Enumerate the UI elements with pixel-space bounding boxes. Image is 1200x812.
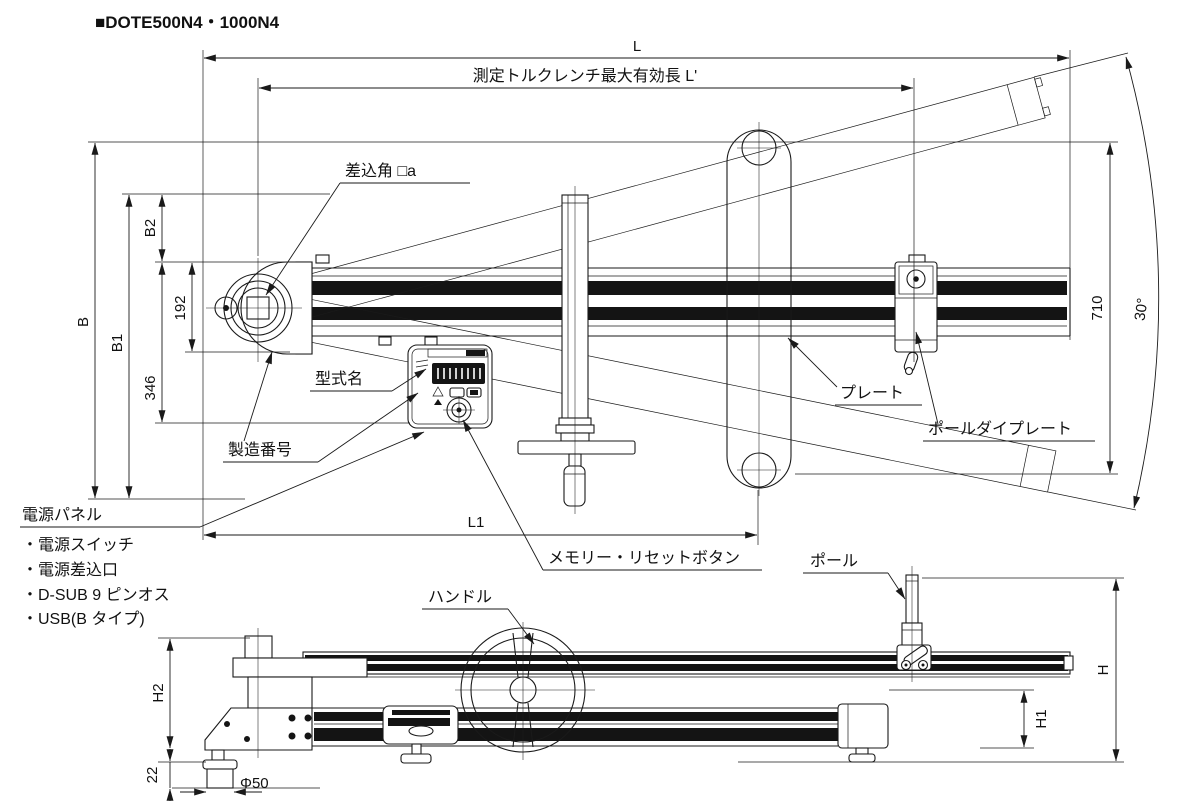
label-drive-angle: 差込角 □a [345,162,416,180]
warning-triangle-icon [432,386,444,397]
handwheel [455,622,595,760]
display-unit-side [382,705,459,764]
label-serial-no: 製造番号 [228,441,292,459]
power-panel-item: ・USB(B タイプ) [22,610,145,628]
dim-22: 22 [144,767,161,784]
dim-H: H [1095,665,1112,676]
clamp-screw-plan [517,186,636,514]
side-labels: ハンドル ポール [422,552,906,645]
label-pole: ポール [810,552,858,570]
label-plate: プレート [840,384,904,402]
label-handle: ハンドル [428,589,492,606]
left-foot [172,749,320,789]
plan-rail-beam [297,254,1071,346]
power-panel-note: 電源パネル ・電源スイッチ ・電源差込口 ・D-SUB 9 ピンオス ・USB(… [20,431,425,628]
dim-L-effective: 測定トルクレンチ最大有効長 L' [473,67,697,85]
plan-dimensions: L 測定トルクレンチ最大有効長 L' B B1 B2 346 [75,38,1118,545]
dim-B1: B1 [109,334,126,352]
dim-B: B [75,317,92,327]
power-panel-item: ・電源差込口 [22,561,118,579]
measuring-head [206,258,313,362]
dim-phi50: Φ50 [240,775,269,792]
plate-plan [726,122,792,496]
side-plate-bar [302,651,1074,678]
dim-H1: H1 [1033,709,1050,728]
dim-L1: L1 [468,514,485,531]
dim-710: 710 [1089,295,1106,320]
drawing-title: ■DOTE500N4・1000N4 [95,13,280,32]
swing-arc: 30° [1033,52,1160,511]
angle-30-dim: 30° [1132,297,1152,322]
dim-346: 346 [142,375,159,400]
lcd-screen [432,363,485,384]
dim-B2: B2 [142,219,159,237]
power-panel-item: ・電源スイッチ [22,536,134,554]
side-head-assembly [172,628,368,789]
display-foot [411,743,422,755]
side-view: H2 22 Φ50 H H1 ハンドル ポ [144,552,1124,801]
label-pole-die-plate: ポールダイプレート [928,420,1072,438]
dim-L: L [633,38,641,55]
right-end-block [837,703,889,763]
label-memory-reset: メモリー・リセットボタン [548,549,740,567]
memory-button [449,387,465,398]
side-dimensions: H2 22 Φ50 H H1 [144,577,1124,801]
handwheel-rim-plan [517,440,636,455]
plan-labels: 差込角 □a 型式名 製造番号 プレート ポールダイプレート メモリー・リセット… [223,162,1095,571]
display-unit-plan [407,344,493,429]
label-model-name: 型式名 [315,370,363,388]
power-panel-title: 電源パネル [22,506,102,524]
dim-192: 192 [172,295,189,320]
dim-H2: H2 [150,683,167,702]
grip-plan [563,465,586,507]
pole-die-plate-clamp [894,254,938,376]
head-wedge-bracket [204,707,313,751]
power-panel-item: ・D-SUB 9 ピンオス [22,587,170,604]
pole-side [896,566,932,682]
plan-view: 30° L 測定トルクレンチ最大有効長 L' B B1 [20,38,1160,628]
